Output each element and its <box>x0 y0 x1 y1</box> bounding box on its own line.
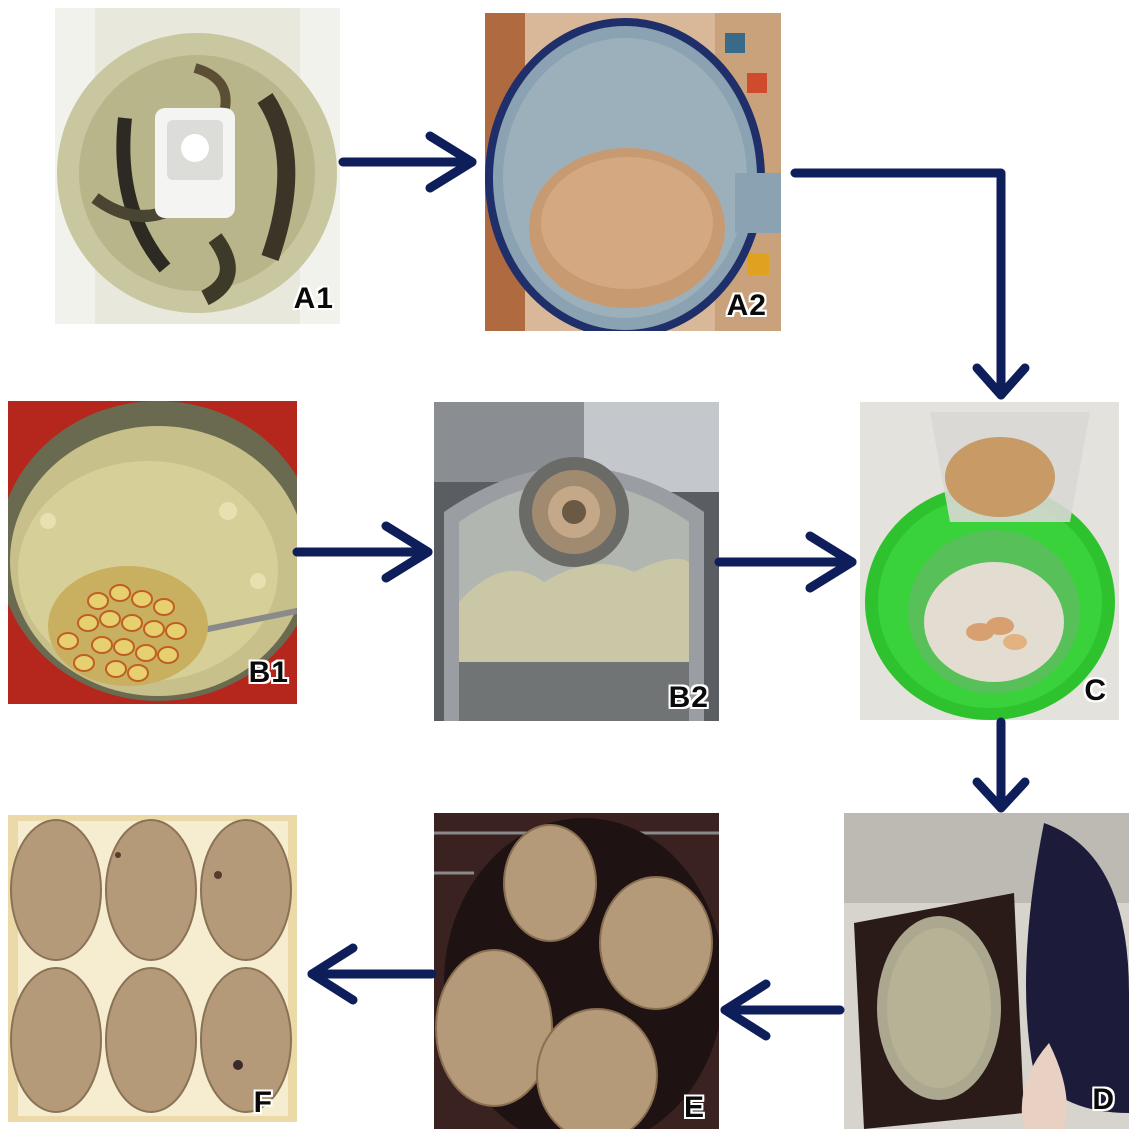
arrow-b1-to-b2 <box>297 526 428 578</box>
arrow-a2-to-c <box>795 173 1025 395</box>
arrow-d-to-e <box>725 984 840 1036</box>
arrow-b2-to-c <box>719 536 852 588</box>
arrow-e-to-f <box>312 948 432 1000</box>
arrow-a1-to-a2 <box>343 136 472 188</box>
arrow-c-to-d <box>977 722 1025 808</box>
